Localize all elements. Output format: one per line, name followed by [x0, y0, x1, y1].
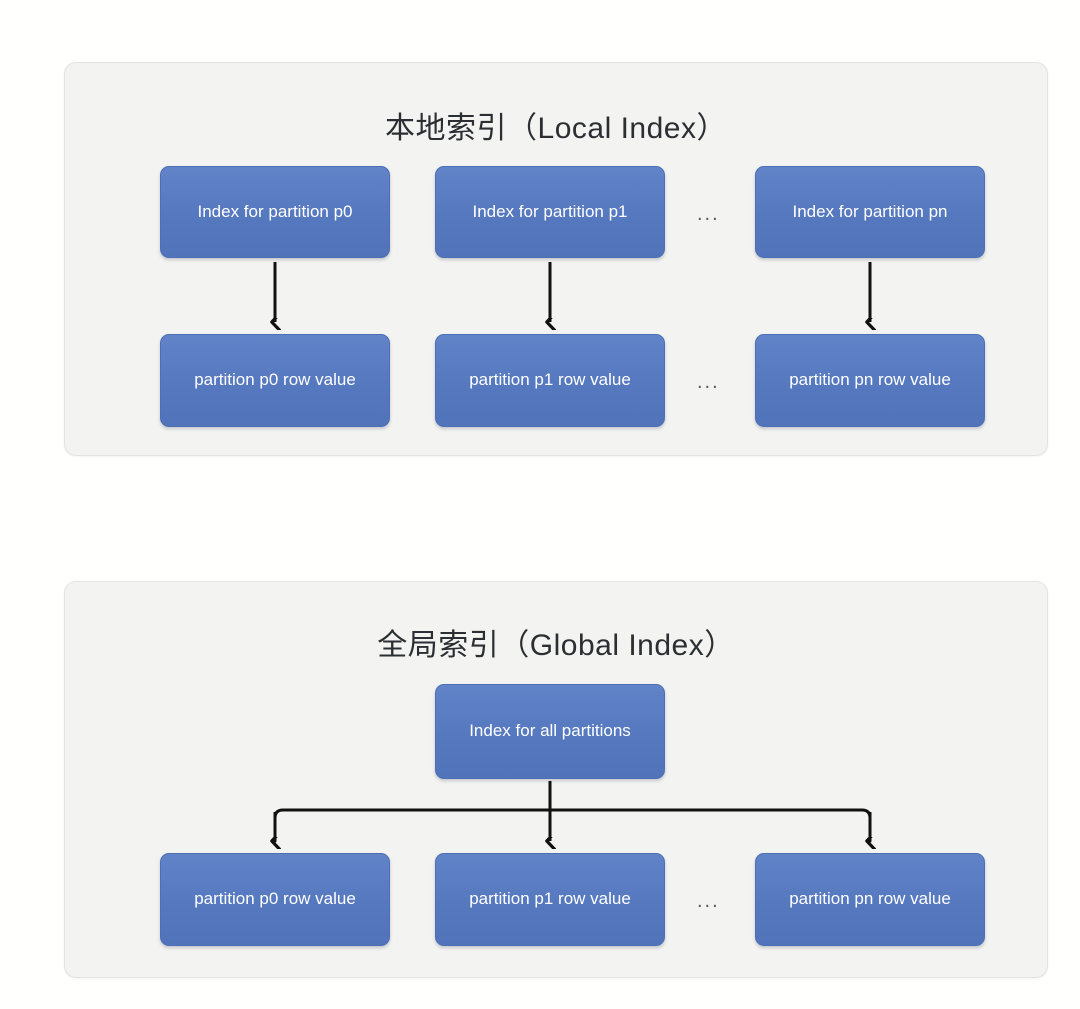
panel-global-index-title: 全局索引（Global Index） — [377, 629, 735, 662]
node-global-value-p1[interactable]: partition p1 row value — [435, 853, 665, 946]
node-global-value-pn[interactable]: partition pn row value — [755, 853, 985, 946]
node-global-value-p0[interactable]: partition p0 row value — [160, 853, 390, 946]
panel-local-index-title: 本地索引（Local Index） — [385, 112, 727, 145]
node-index-partition-pn[interactable]: Index for partition pn — [755, 166, 985, 258]
node-index-partition-p1[interactable]: Index for partition p1 — [435, 166, 665, 258]
node-local-value-pn[interactable]: partition pn row value — [755, 334, 985, 427]
node-local-value-p0[interactable]: partition p0 row value — [160, 334, 390, 427]
ellipsis-local-value-row: ... — [697, 371, 720, 393]
node-local-value-p1[interactable]: partition p1 row value — [435, 334, 665, 427]
ellipsis-global-value-row: ... — [697, 890, 720, 912]
ellipsis-local-index-row: ... — [697, 203, 720, 225]
node-index-all-partitions[interactable]: Index for all partitions — [435, 684, 665, 779]
node-index-partition-p0[interactable]: Index for partition p0 — [160, 166, 390, 258]
